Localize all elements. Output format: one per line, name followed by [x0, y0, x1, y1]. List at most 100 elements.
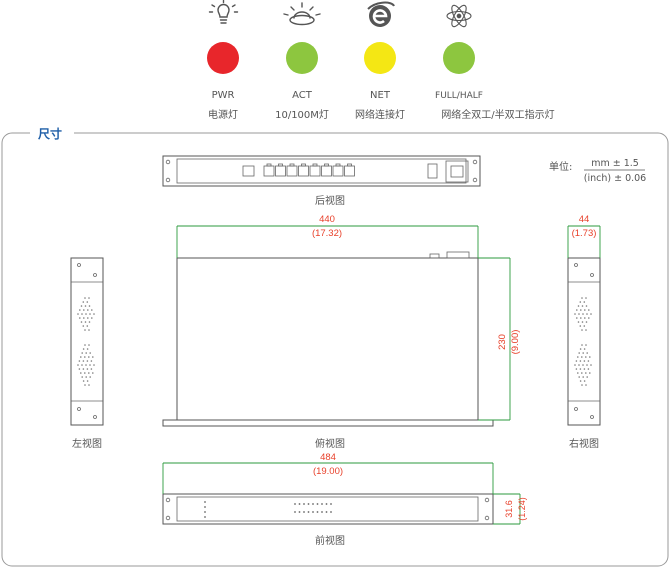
port-led [294, 511, 296, 513]
vent-hole [589, 356, 591, 358]
vent-hole [582, 364, 584, 366]
vent-hole [86, 368, 89, 370]
vent-hole [78, 360, 81, 362]
vent-hole [580, 309, 582, 311]
vent-hole [89, 352, 91, 354]
vent-hole [585, 356, 587, 358]
act-led-dot [286, 42, 318, 74]
vent-hole [77, 313, 79, 315]
port-led [321, 503, 323, 505]
right-view: 44 (1.73) 右视图 [567, 214, 601, 450]
dimensions-section: 尺寸 单位: mm ± 1.5 (inch) ± 0.06 后视图 [1, 126, 669, 567]
vent-hole [84, 321, 87, 323]
unit-note: 单位: mm ± 1.5 (inch) ± 0.06 [549, 158, 646, 184]
vent-hole [575, 368, 578, 370]
vent-hole [585, 297, 587, 299]
port-led [316, 511, 319, 513]
section-title: 尺寸 [38, 126, 62, 141]
vent-hole [88, 372, 90, 374]
atom-icon [446, 4, 472, 28]
power-led [204, 516, 206, 518]
vent-hole [84, 297, 86, 299]
vent-hole [84, 372, 86, 374]
vent-hole [91, 317, 93, 319]
vent-hole [581, 305, 584, 307]
vent-hole [92, 372, 94, 374]
rj45-port-latch [324, 163, 329, 167]
width-inch: (17.32) [312, 228, 342, 239]
vent-hole [579, 301, 582, 303]
port-led [325, 503, 328, 505]
front-view: 484 (19.00) 31.6 (1.24) 前视图 [162, 452, 527, 547]
vent-hole [585, 344, 587, 346]
vent-hole [82, 348, 85, 350]
net-label: NET [370, 90, 391, 101]
vent-hole [86, 301, 89, 303]
vent-hole [578, 313, 580, 315]
port-led [330, 511, 332, 513]
vent-hole [77, 364, 79, 366]
vent-hole [585, 372, 587, 374]
vent-hole [82, 368, 85, 370]
vent-hole [575, 360, 578, 362]
act-indicator: ACT 10/100M灯 [275, 2, 329, 121]
vent-hole [579, 348, 582, 350]
vent-hole [577, 356, 579, 358]
rj45-port-latch [278, 163, 283, 167]
power-switch [427, 163, 438, 179]
vent-hole [80, 356, 82, 358]
vent-hole [89, 364, 91, 366]
vent-hole [590, 313, 592, 315]
port-led [307, 503, 310, 505]
vent-hole [581, 356, 583, 358]
height-inch: (1.24) [517, 497, 527, 521]
vent-hole [93, 313, 95, 315]
vent-hole [587, 368, 590, 370]
vent-hole [81, 376, 83, 378]
right-vent-pattern [574, 297, 592, 386]
vent-hole [85, 352, 87, 354]
vent-hole [579, 380, 582, 382]
vent-hole [583, 325, 586, 327]
pwr-led-dot [207, 42, 239, 74]
vent-hole [579, 368, 582, 370]
unit-inch: (inch) ± 0.06 [584, 173, 646, 184]
vent-hole [84, 305, 87, 307]
rear-view-label: 后视图 [315, 194, 345, 207]
top-view-label: 俯视图 [315, 437, 345, 450]
vent-hole [88, 384, 90, 386]
vent-hole [577, 305, 580, 307]
vent-hole [88, 356, 90, 358]
vent-hole [79, 317, 81, 319]
vent-hole [579, 325, 582, 327]
port-led [298, 511, 301, 513]
vent-hole [80, 305, 83, 307]
port-led [307, 511, 310, 513]
pwr-label: PWR [212, 90, 235, 101]
vent-hole [578, 364, 580, 366]
vent-hole [90, 368, 93, 370]
width-mm: 440 [319, 214, 335, 225]
power-led [204, 501, 206, 503]
vent-hole [588, 317, 590, 319]
vent-hole [89, 376, 91, 378]
vent-hole [586, 352, 588, 354]
vent-hole [574, 364, 576, 366]
vent-hole [581, 384, 583, 386]
rj45-port-latch [266, 163, 272, 167]
side-inch: (1.73) [572, 228, 597, 239]
overall-inch: (19.00) [313, 466, 343, 477]
top-view: 440 (17.32) 230 (9.00) 俯视图 [162, 214, 521, 450]
vent-hole [581, 329, 583, 331]
vent-hole [583, 368, 586, 370]
vent-hole [585, 384, 587, 386]
vent-hole [584, 317, 586, 319]
rear-view: 后视图 [162, 155, 481, 207]
vent-hole [585, 321, 588, 323]
overall-mm: 484 [320, 452, 336, 463]
vent-hole [582, 313, 584, 315]
rj45-port-latch [335, 163, 341, 167]
depth-inch: (9.00) [510, 330, 521, 355]
vent-hole [577, 372, 579, 374]
vent-hole [579, 360, 582, 362]
